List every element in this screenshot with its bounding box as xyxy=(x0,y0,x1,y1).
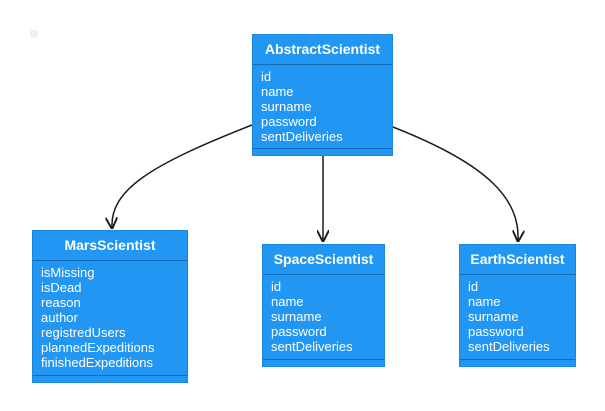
class-name: AbstractScientist xyxy=(253,35,392,65)
class-earth-scientist[interactable]: EarthScientist id name surname password … xyxy=(459,244,576,367)
attribute-item: surname xyxy=(271,309,322,324)
canvas-marker xyxy=(30,30,38,38)
attribute-item: password xyxy=(261,114,317,129)
attribute-item: password xyxy=(468,324,524,339)
attribute-item: isDead xyxy=(41,280,82,295)
class-mars-scientist[interactable]: MarsScientist isMissing isDead reason au… xyxy=(32,230,188,383)
attribute-list: id name surname password sentDeliveries xyxy=(253,65,392,144)
attribute-item: finishedExpeditions xyxy=(41,355,154,370)
attribute-item: id xyxy=(261,69,272,84)
attribute-item: reason xyxy=(41,295,81,310)
attribute-item: sentDeliveries xyxy=(468,339,550,354)
class-footer-divider xyxy=(253,148,392,149)
class-footer-divider xyxy=(460,359,575,360)
attribute-item: name xyxy=(271,294,304,309)
class-abstract-scientist[interactable]: AbstractScientist id name surname passwo… xyxy=(252,34,393,156)
attribute-item: id xyxy=(271,279,282,294)
attribute-item: surname xyxy=(261,99,312,114)
attribute-item: id xyxy=(468,279,479,294)
attribute-item: registredUsers xyxy=(41,325,126,340)
attribute-item: password xyxy=(271,324,327,339)
class-name: EarthScientist xyxy=(460,245,575,275)
class-name: MarsScientist xyxy=(33,231,187,261)
attribute-list: id name surname password sentDeliveries xyxy=(460,275,575,354)
class-footer-divider xyxy=(33,375,187,376)
attribute-item: isMissing xyxy=(41,265,95,280)
class-footer-divider xyxy=(263,359,384,360)
attribute-list: isMissing isDead reason author registred… xyxy=(33,261,187,370)
attribute-item: surname xyxy=(468,309,519,324)
attribute-list: id name surname password sentDeliveries xyxy=(263,275,384,354)
edge-abstract-to-earth xyxy=(392,126,518,241)
attribute-item: name xyxy=(468,294,501,309)
class-space-scientist[interactable]: SpaceScientist id name surname password … xyxy=(262,244,385,367)
edge-abstract-to-mars xyxy=(112,124,253,228)
attribute-item: sentDeliveries xyxy=(261,129,343,144)
attribute-item: plannedExpeditions xyxy=(41,340,155,355)
attribute-item: name xyxy=(261,84,294,99)
class-name: SpaceScientist xyxy=(263,245,384,275)
attribute-item: sentDeliveries xyxy=(271,339,353,354)
attribute-item: author xyxy=(41,310,78,325)
